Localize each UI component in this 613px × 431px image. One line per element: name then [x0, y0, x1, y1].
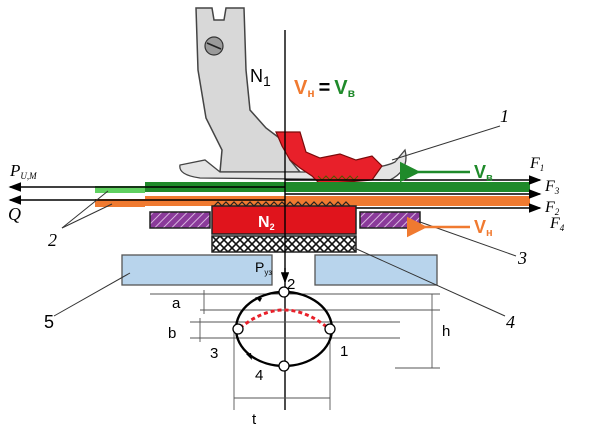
needle-cycle	[232, 286, 336, 372]
callout-5: 5	[44, 312, 54, 332]
feed-dog	[211, 201, 357, 235]
label-vb: Vв	[474, 162, 493, 184]
label-vh: Vн	[474, 217, 493, 239]
callout-3: 3	[517, 248, 527, 268]
dim-h: h	[442, 323, 450, 340]
dim-b: b	[168, 325, 176, 342]
plate-left	[121, 254, 273, 286]
dim-t: t	[252, 411, 257, 428]
callout-1: 1	[500, 106, 509, 126]
point-1: 1	[340, 343, 348, 360]
label-f4: F4	[549, 215, 565, 233]
label-p-um: PU,M	[9, 161, 37, 181]
upper-layer	[95, 182, 530, 193]
point-4: 4	[255, 367, 263, 384]
label-p-uz: Pуз	[255, 259, 272, 277]
plate-right	[314, 254, 438, 286]
slot-left	[149, 211, 211, 229]
label-f1: F1	[529, 155, 544, 173]
dimension-lines	[150, 290, 440, 410]
point-3: 3	[210, 345, 218, 362]
label-q: Q	[8, 204, 21, 224]
label-f2: F2	[544, 199, 560, 217]
callout-2: 2	[48, 230, 57, 250]
callout-4: 4	[506, 312, 515, 332]
lower-layer	[95, 196, 530, 207]
label-n1: N1	[250, 66, 271, 89]
dim-a: a	[172, 295, 181, 312]
point-2: 2	[287, 276, 295, 293]
formula: Vн=Vв	[294, 77, 355, 100]
label-n2: N2	[258, 214, 275, 232]
slot-right	[359, 211, 421, 229]
label-f3: F3	[544, 178, 560, 196]
feed-base	[211, 235, 357, 253]
callout-leaders	[53, 125, 517, 317]
